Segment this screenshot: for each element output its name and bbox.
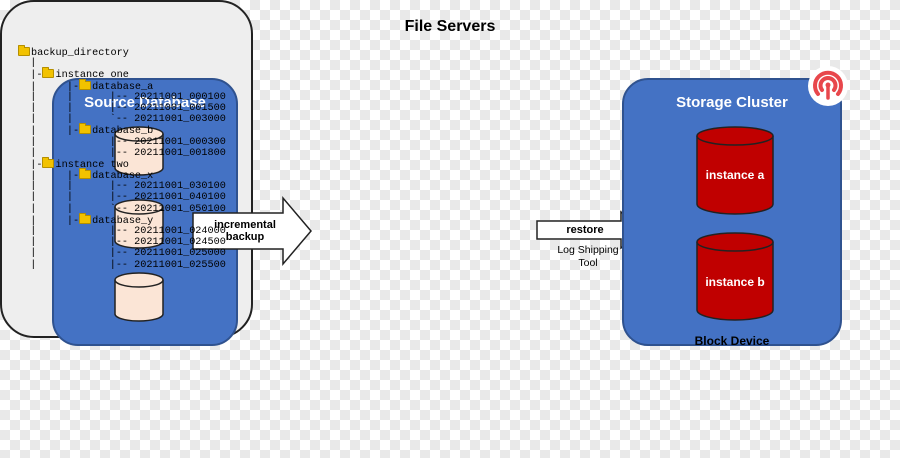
signal-tower-icon xyxy=(808,66,848,106)
tree-connector: | |-- xyxy=(18,226,135,237)
tree-connector: | | |-- xyxy=(18,91,135,103)
tree-folder-row: |- instance two xyxy=(18,156,226,171)
block-device-label: Block Device xyxy=(694,334,770,348)
tree-file-row: | |-- 20211001_000300 xyxy=(18,137,226,148)
file-servers-title: File Servers xyxy=(404,18,496,35)
tree-file-row: | |-- 20211001_025000 xyxy=(18,248,226,259)
folder-icon xyxy=(79,78,92,90)
tree-connector: | | `-- xyxy=(18,114,135,126)
instance-a-cylinder-icon xyxy=(696,126,774,215)
source-cylinder-1-icon xyxy=(114,126,164,176)
tree-folder-row: | |- database_b xyxy=(18,123,226,138)
file-name: 20211001_000300 xyxy=(134,136,226,148)
tree-folder-row: | |- database_y xyxy=(18,212,226,227)
tree-file-row: | xyxy=(18,58,226,69)
tree-file-row: | |-- 20211001_001800 xyxy=(18,148,226,159)
tree-connector: | | |-- xyxy=(18,102,135,114)
source-database-title: Source Database xyxy=(84,94,206,111)
tree-file-row: | | |-- 20211001_040100 xyxy=(18,192,226,203)
file-name: 20211001_000100 xyxy=(134,91,226,103)
file-name: 20211001_024000 xyxy=(134,226,226,237)
folder-name: backup_directory xyxy=(31,48,129,59)
folder-name: database_x xyxy=(92,171,154,183)
tree-file-row: | | |-- 20211001_001500 xyxy=(18,103,226,114)
file-name: 20211001_025500 xyxy=(134,259,226,271)
storage-cluster-title: Storage Cluster xyxy=(676,94,788,111)
tree-file-row: | |-- 20211001_025500 xyxy=(18,260,226,271)
tree-connector: |- xyxy=(18,70,43,82)
tree-connector: | |- xyxy=(18,171,80,183)
folder-name: instance one xyxy=(55,70,129,82)
tree-connector: | |-- xyxy=(18,147,135,159)
folder-name: database_b xyxy=(92,126,154,138)
tree-file-row: | | |-- 20211001_030100 xyxy=(18,181,226,192)
folder-icon xyxy=(79,212,92,224)
incremental-backup-label: incremental backup xyxy=(214,219,276,243)
folder-icon xyxy=(18,45,30,56)
tree-connector: | |- xyxy=(18,81,80,93)
tree-connector: | | |-- xyxy=(18,192,135,204)
tree-connector: | | |-- xyxy=(18,181,135,193)
tree-connector: | |-- xyxy=(18,259,135,271)
storage-cluster-panel: Storage Cluster instance a instance b Bl… xyxy=(622,78,842,348)
file-name: 20211001_030100 xyxy=(134,181,226,193)
source-cylinder-3-icon xyxy=(114,272,164,322)
log-shipping-tool-caption: Log Shipping Tool xyxy=(557,244,619,269)
file-name: 20211001_024500 xyxy=(134,237,226,249)
tree-folder-row: backup_directory xyxy=(18,45,226,59)
tree-folder-row: | |- database_a xyxy=(18,78,226,93)
folder-name: database_y xyxy=(92,215,154,227)
tree-file-row: | | `-- 20211001_050100 xyxy=(18,204,226,215)
source-database-panel: Source Database xyxy=(52,78,238,346)
tree-connector: | | `-- xyxy=(18,203,135,215)
folder-icon xyxy=(42,156,55,168)
instance-b-cylinder-icon xyxy=(696,232,774,321)
folder-name: database_a xyxy=(92,81,154,93)
tree-connector: | |- xyxy=(18,215,80,227)
tree-connector: |- xyxy=(18,159,43,171)
instance-b-label: instance b xyxy=(705,275,765,289)
backup-directory-tree: backup_directory | |-instance one | |-da… xyxy=(18,45,226,271)
tree-folder-row: | |- database_x xyxy=(18,168,226,183)
instance-a-label: instance a xyxy=(705,168,765,182)
tree-file-row: | | `-- 20211001_003000 xyxy=(18,114,226,125)
file-name: 20211001_003000 xyxy=(134,114,226,126)
incremental-backup-arrow xyxy=(192,195,312,267)
tree-connector: | |-- xyxy=(18,136,135,148)
tree-connector: | |-- xyxy=(18,237,135,249)
folder-icon xyxy=(79,123,92,135)
folder-name: instance two xyxy=(55,159,129,171)
file-name: 20211001_001800 xyxy=(134,147,226,159)
restore-label: restore xyxy=(566,224,604,236)
file-name: 20211001_040100 xyxy=(134,192,226,204)
tree-file-row: | | |-- 20211001_000100 xyxy=(18,92,226,103)
tree-connector: | xyxy=(18,58,37,70)
folder-icon xyxy=(42,67,55,79)
file-name: 20211001_025000 xyxy=(134,248,226,260)
tree-file-row: | |-- 20211001_024000 xyxy=(18,226,226,237)
tree-connector: | |- xyxy=(18,126,80,138)
tree-folder-row: |- instance one xyxy=(18,67,226,82)
source-cylinder-2-icon xyxy=(114,199,164,249)
tree-connector: | |-- xyxy=(18,248,135,260)
file-name: 20211001_050100 xyxy=(134,203,226,215)
file-name: 20211001_001500 xyxy=(134,102,226,114)
tree-file-row: | |-- 20211001_024500 xyxy=(18,237,226,248)
folder-icon xyxy=(79,168,92,180)
